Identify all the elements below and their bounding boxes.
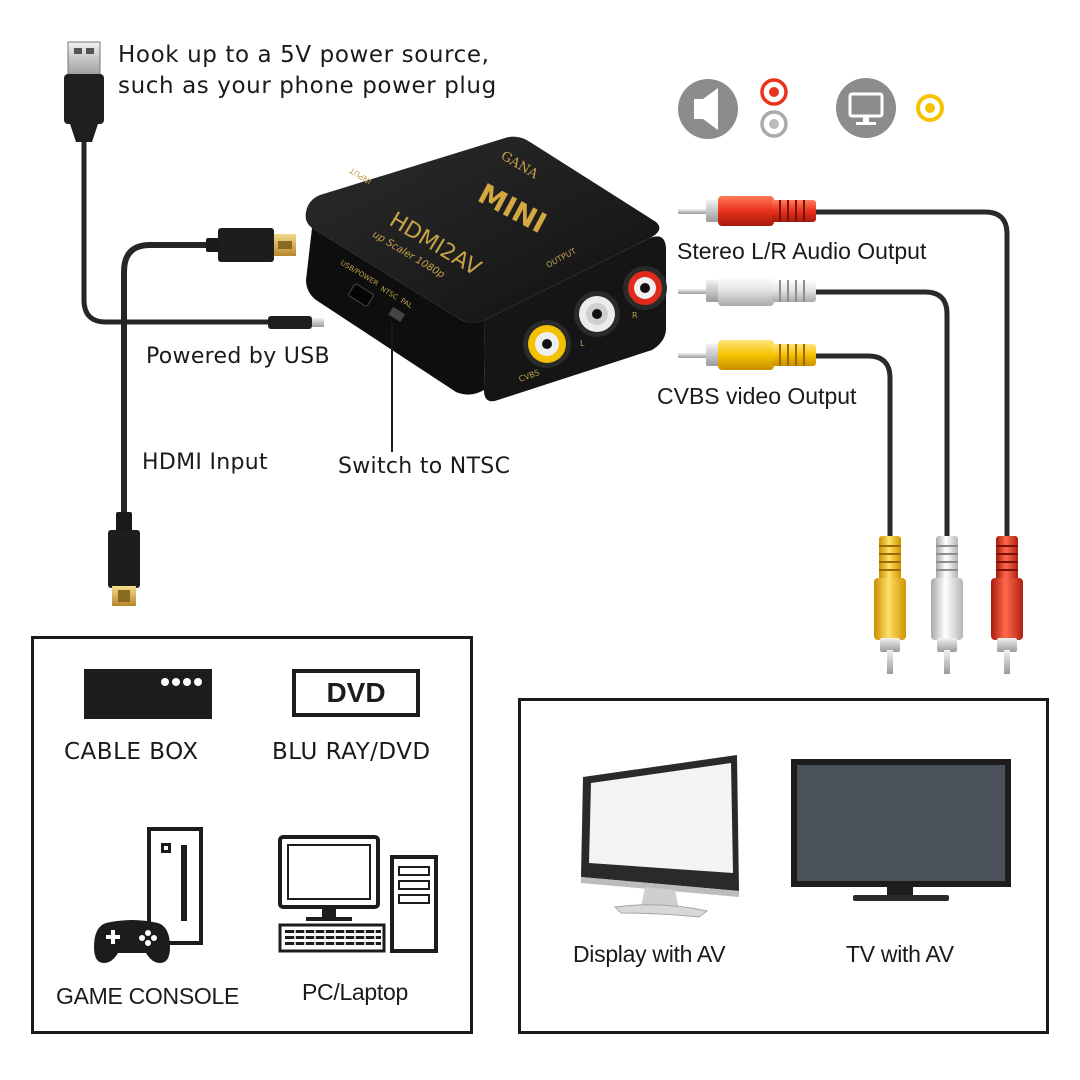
cable-box-label: CABLE BOX <box>64 739 199 765</box>
red-rca-plug-bottom <box>991 536 1023 674</box>
tv-av-label: TV with AV <box>846 941 954 967</box>
stereo-audio-label: Stereo L/R Audio Output <box>677 238 927 264</box>
ntsc-pal-switch[interactable] <box>388 306 406 322</box>
yellow-rca-plug-bottom <box>874 536 906 674</box>
rca-cables <box>678 196 1023 674</box>
switch-ntsc-label: Switch to NTSC <box>338 454 511 479</box>
r-label: R <box>632 311 638 320</box>
powered-by-usb-label: Powered by USB <box>146 344 330 369</box>
tv-icon <box>791 759 1011 901</box>
power-note-line1: Hook up to a 5V power source, <box>118 42 490 68</box>
pc-icon <box>278 835 438 953</box>
yellow-rca-plug-top <box>678 340 816 370</box>
monitor-display-icon <box>581 755 739 918</box>
white-rca-plug-top <box>678 276 816 306</box>
dvd-logo-text: DVD <box>326 677 386 708</box>
cable-box-icon <box>84 669 212 719</box>
hdmi2av-converter: GANA MINI HDMI2AV up Scaler 1080p INPUT … <box>305 136 667 452</box>
red-rca-plug-top <box>678 196 816 226</box>
red-white-rca-icon <box>760 78 788 138</box>
source-devices-panel: CABLE BOX DVD BLU RAY/DVD GAME CONSOLE <box>31 636 473 1034</box>
cvbs-video-label: CVBS video Output <box>657 383 857 409</box>
dvd-icon: DVD <box>292 669 420 717</box>
speaker-icon <box>678 79 738 139</box>
monitor-icon <box>836 78 896 138</box>
display-av-label: Display with AV <box>573 941 726 967</box>
white-rca-socket <box>574 291 620 337</box>
blu-ray-label: BLU RAY/DVD <box>272 739 431 765</box>
display-devices-panel: Display with AV TV with AV <box>518 698 1049 1034</box>
yellow-rca-socket <box>523 320 571 368</box>
white-rca-plug-bottom <box>931 536 963 674</box>
hdmi-cable <box>108 228 296 606</box>
game-console-icon <box>92 827 212 977</box>
yellow-rca-icon <box>916 94 944 122</box>
power-source-note: Hook up to a 5V power source, such as yo… <box>118 40 497 102</box>
hdmi-input-label: HDMI Input <box>142 450 268 475</box>
game-console-label: GAME CONSOLE <box>56 983 239 1009</box>
gamepad-icon <box>94 920 170 963</box>
red-rca-socket <box>623 266 667 310</box>
pc-laptop-label: PC/Laptop <box>302 979 408 1005</box>
power-note-line2: such as your phone power plug <box>118 73 497 99</box>
l-label: L <box>580 339 585 348</box>
usb-power-cable <box>64 41 324 329</box>
micro-usb-port <box>348 283 374 307</box>
